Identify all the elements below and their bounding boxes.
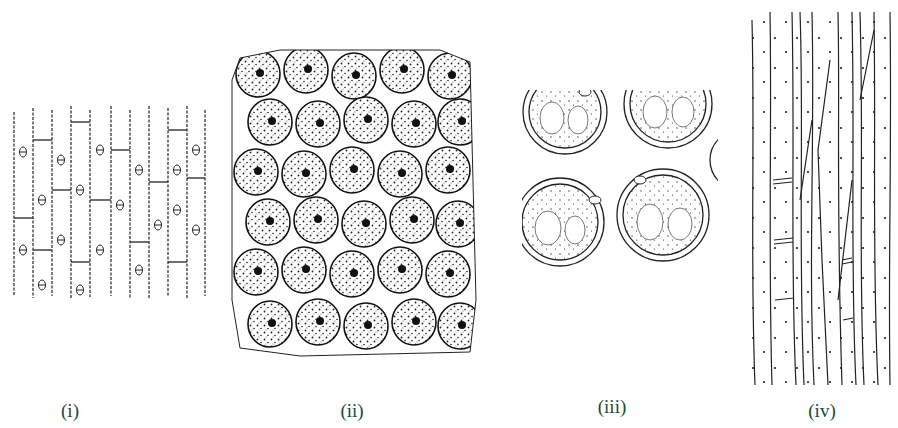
figure-label: (ii) <box>340 401 363 420</box>
figure-label: (iv) <box>808 401 835 420</box>
figure-label: (i) <box>61 401 79 420</box>
figure-label: (iii) <box>598 397 627 416</box>
